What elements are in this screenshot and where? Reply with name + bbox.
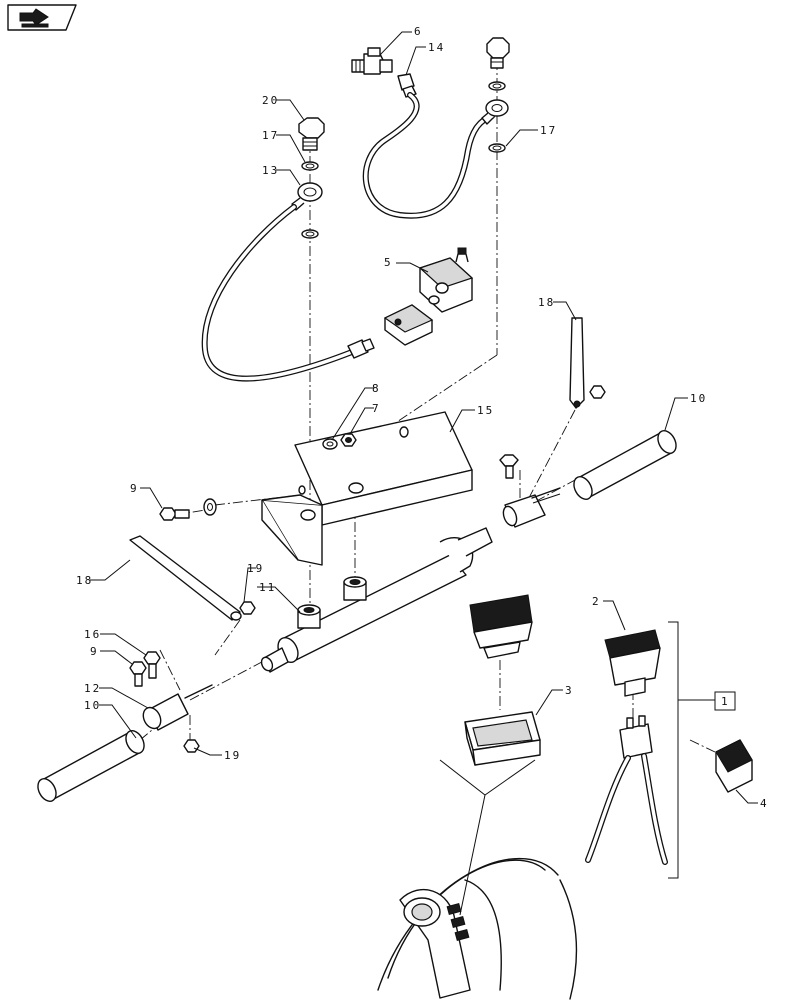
rod-18-right[interactable] <box>569 317 585 409</box>
nut-rod-right[interactable] <box>589 385 606 399</box>
washer-8[interactable] <box>322 438 338 450</box>
valve-5[interactable] <box>383 247 474 346</box>
collar-12[interactable] <box>140 684 213 731</box>
callout-5[interactable]: 5 <box>384 256 393 269</box>
callout-16[interactable]: 16 <box>84 628 101 641</box>
switch-group-bracket <box>668 621 736 879</box>
callout-4[interactable]: 4 <box>760 797 769 810</box>
switch-bezel-3[interactable] <box>464 711 541 766</box>
switch-connector[interactable] <box>585 715 668 865</box>
bolt-9-lower[interactable] <box>129 661 147 687</box>
callout-20[interactable]: 20 <box>262 94 279 107</box>
callout-8[interactable]: 8 <box>372 382 381 395</box>
callout-17-right[interactable]: 17 <box>540 124 557 137</box>
banjo-fitting-right[interactable] <box>481 99 509 125</box>
rocker-switch-2[interactable] <box>604 629 661 697</box>
callout-13[interactable]: 13 <box>262 164 279 177</box>
callout-11[interactable]: 11 <box>259 581 276 594</box>
arrow-book-icon[interactable] <box>7 4 77 31</box>
seal-washer-17-upper[interactable] <box>301 161 319 171</box>
washer-bracket[interactable] <box>203 498 217 516</box>
callout-2[interactable]: 2 <box>592 595 601 608</box>
callout-18-left[interactable]: 18 <box>76 574 93 587</box>
seal-washer-right-upper[interactable] <box>488 81 506 91</box>
callout-6[interactable]: 6 <box>414 25 423 38</box>
hydraulic-hose-top[interactable] <box>362 92 495 219</box>
callout-leaders <box>90 31 758 804</box>
bolt-right-collar[interactable] <box>499 454 519 479</box>
callout-15[interactable]: 15 <box>477 404 494 417</box>
nut-19-lower[interactable] <box>183 739 200 753</box>
callout-19-upper[interactable]: 19 <box>247 562 264 575</box>
callout-18-right[interactable]: 18 <box>538 296 555 309</box>
callout-9-lower[interactable]: 9 <box>90 645 99 658</box>
shaft-10-left[interactable] <box>34 728 147 805</box>
elbow-fitting-6[interactable] <box>351 47 393 75</box>
callout-9-upper[interactable]: 9 <box>130 482 139 495</box>
hydraulic-cylinder-11[interactable] <box>259 527 493 673</box>
collar-right[interactable] <box>501 487 561 528</box>
callout-19-lower[interactable]: 19 <box>224 749 241 762</box>
blank-plug-4[interactable] <box>715 739 753 793</box>
callout-labels: 20 17 13 6 14 17 5 18 8 7 15 10 9 18 19 … <box>76 25 769 810</box>
callout-17-upper[interactable]: 17 <box>262 129 279 142</box>
bolt-9-upper[interactable] <box>159 507 190 521</box>
rod-18-left[interactable] <box>129 535 242 621</box>
seal-washer-17-right[interactable] <box>488 143 506 153</box>
nut-19-upper[interactable] <box>239 601 256 615</box>
banjo-bolt-right[interactable] <box>486 37 510 69</box>
banjo-bolt-20[interactable] <box>298 117 325 151</box>
rocker-switch-cap[interactable] <box>469 594 533 659</box>
hose-nut-14[interactable] <box>397 73 417 98</box>
mounting-bracket-15[interactable] <box>261 411 473 566</box>
callout-12[interactable]: 12 <box>84 682 101 695</box>
seal-washer-lower[interactable] <box>301 229 319 239</box>
shaft-10-right[interactable] <box>570 428 679 503</box>
callout-14[interactable]: 14 <box>428 41 445 54</box>
hydraulic-hose-left[interactable] <box>201 204 375 382</box>
callout-3[interactable]: 3 <box>565 684 574 697</box>
callout-7[interactable]: 7 <box>372 402 381 415</box>
bolt-16[interactable] <box>143 651 161 679</box>
callout-10-right[interactable]: 10 <box>690 392 707 405</box>
callout-1[interactable]: 1 <box>721 695 730 708</box>
callout-10-left[interactable]: 10 <box>84 699 101 712</box>
steering-console-inset <box>377 759 578 1000</box>
nut-7[interactable] <box>340 433 357 447</box>
